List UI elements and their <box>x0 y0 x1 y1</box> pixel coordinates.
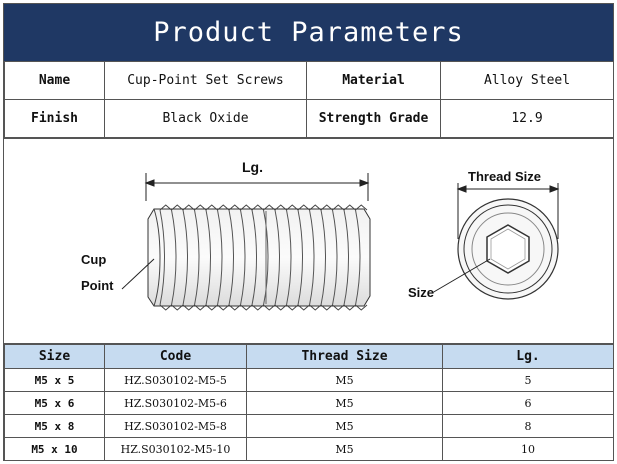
table-row: M5 x 6 HZ.S030102-M5-6 M5 6 <box>4 391 614 415</box>
param-value: Black Oxide <box>104 99 307 138</box>
length-label: Lg. <box>242 159 263 175</box>
length-cell: 6 <box>442 391 614 415</box>
screw-end-view <box>457 198 559 300</box>
length-dimension <box>144 173 370 201</box>
thread-cell: M5 <box>246 368 443 392</box>
code-cell: HZ.S030102-M5-5 <box>104 368 247 392</box>
column-header-size: Size <box>4 344 105 369</box>
screw-side-view <box>147 204 371 311</box>
cup-label: Cup <box>81 252 107 267</box>
thread-size-label: Thread Size <box>468 169 541 184</box>
table-row: M5 x 10 HZ.S030102-M5-10 M5 10 <box>4 437 614 461</box>
code-cell: HZ.S030102-M5-10 <box>104 437 247 461</box>
point-label: Point <box>81 278 114 293</box>
size-label: Size <box>408 285 435 300</box>
product-sheet: Product Parameters Name Cup-Point Set Sc… <box>3 3 614 461</box>
table-row: M5 x 5 HZ.S030102-M5-5 M5 5 <box>4 368 614 392</box>
length-cell: 5 <box>442 368 614 392</box>
param-value: Alloy Steel <box>440 61 614 100</box>
param-row: Finish Black Oxide Strength Grade 12.9 <box>4 99 614 138</box>
sizes-header-row: Size Code Thread Size Lg. <box>4 344 614 369</box>
drawing-canvas <box>121 173 560 311</box>
column-header-code: Code <box>104 344 247 369</box>
table-row: M5 x 8 HZ.S030102-M5-8 M5 8 <box>4 414 614 438</box>
thread-cell: M5 <box>246 437 443 461</box>
param-label: Finish <box>4 99 105 138</box>
param-label: Name <box>4 61 105 100</box>
thread-size-dimension <box>456 183 560 239</box>
page-title: Product Parameters <box>153 17 464 48</box>
param-label: Strength Grade <box>306 99 441 138</box>
column-header-length: Lg. <box>442 344 614 369</box>
sizes-table: Size Code Thread Size Lg. M5 x 5 HZ.S030… <box>4 344 614 461</box>
length-cell: 8 <box>442 414 614 438</box>
size-leader <box>431 258 491 294</box>
technical-drawing: Lg. Cup Point Thread Size Size <box>4 138 613 344</box>
thread-cell: M5 <box>246 391 443 415</box>
size-cell: M5 x 5 <box>4 368 105 392</box>
title-banner: Product Parameters <box>4 4 613 61</box>
column-header-thread-size: Thread Size <box>246 344 443 369</box>
length-cell: 10 <box>442 437 614 461</box>
size-cell: M5 x 8 <box>4 414 105 438</box>
param-label: Material <box>306 61 441 100</box>
size-cell: M5 x 10 <box>4 437 105 461</box>
size-cell: M5 x 6 <box>4 391 105 415</box>
code-cell: HZ.S030102-M5-8 <box>104 414 247 438</box>
cup-point-leader <box>121 258 155 290</box>
code-cell: HZ.S030102-M5-6 <box>104 391 247 415</box>
param-value: Cup-Point Set Screws <box>104 61 307 100</box>
thread-cell: M5 <box>246 414 443 438</box>
param-value: 12.9 <box>440 99 614 138</box>
parameters-table: Name Cup-Point Set Screws Material Alloy… <box>4 61 614 138</box>
param-row: Name Cup-Point Set Screws Material Alloy… <box>4 61 614 100</box>
